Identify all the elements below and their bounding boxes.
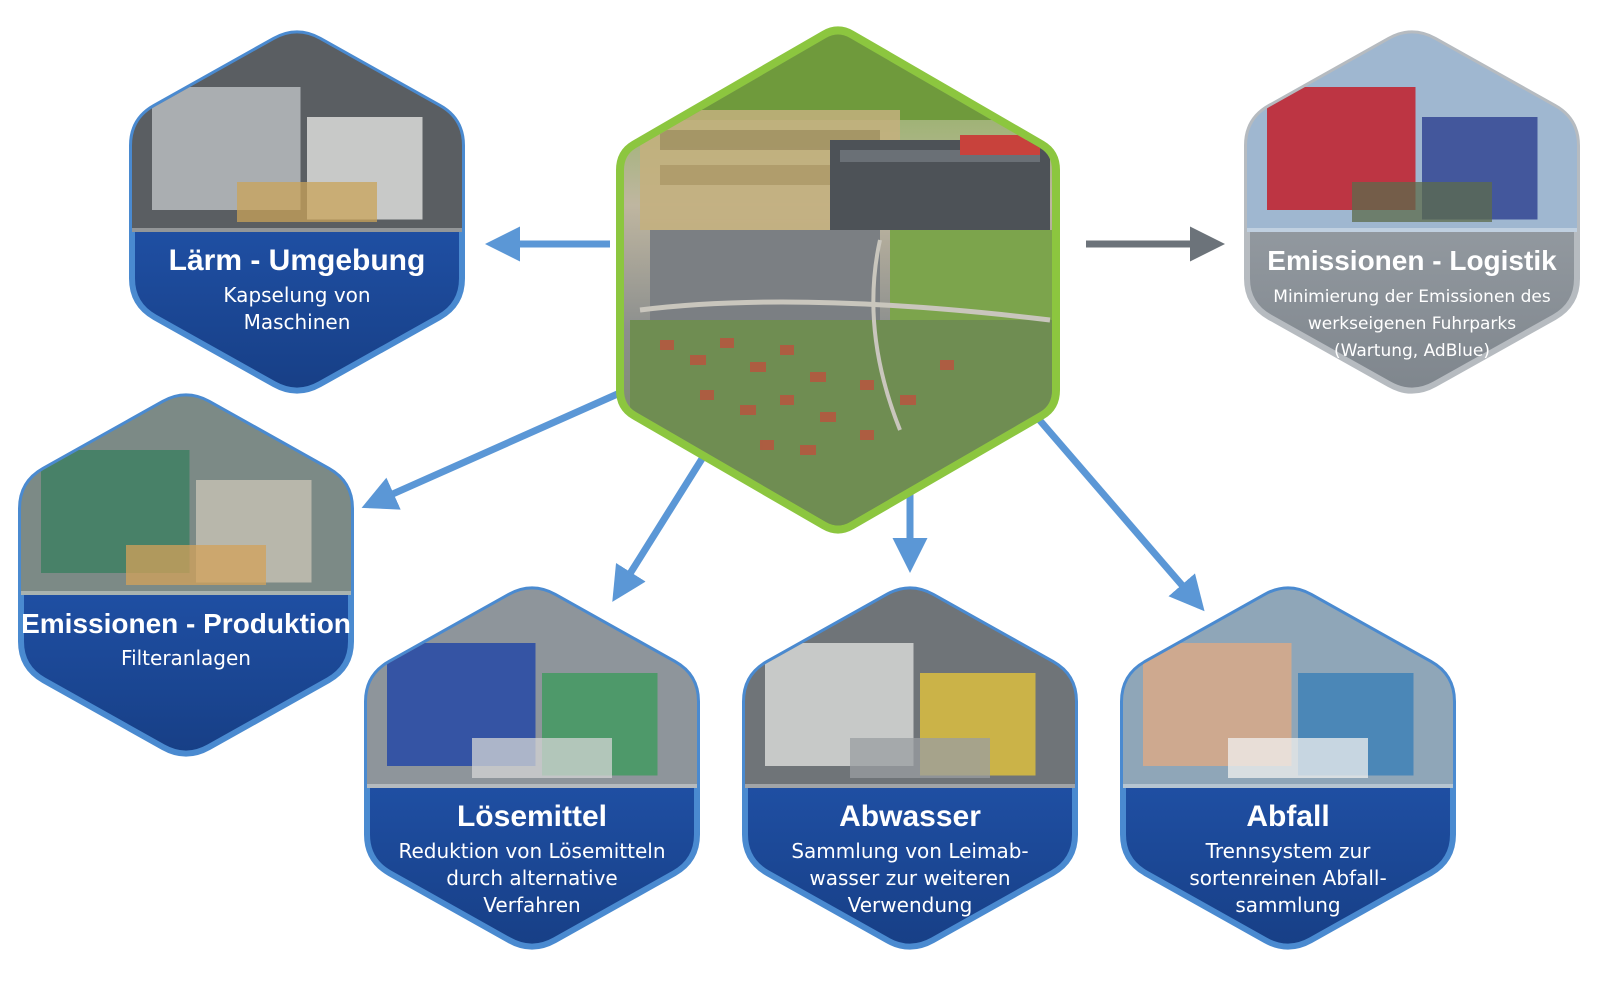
node-title: Lösemittel <box>457 800 607 833</box>
arrow-to-abfall <box>1033 413 1205 612</box>
machine-hall-photo <box>132 33 462 232</box>
node-description-line: Verwendung <box>848 893 973 917</box>
waste-station-photo <box>1123 589 1453 788</box>
node-description-line: Verfahren <box>483 893 580 917</box>
node-description-line: Reduktion von Lösemitteln <box>398 839 665 863</box>
node-description-line: sortenreinen Abfall- <box>1189 866 1386 890</box>
node-title: Abwasser <box>839 800 981 833</box>
node-description-line: sammlung <box>1235 893 1340 917</box>
node-description-line: (Wartung, AdBlue) <box>1334 341 1490 361</box>
aerial-photo <box>624 34 1052 526</box>
node-description-line: Minimierung der Emissionen des <box>1273 287 1551 307</box>
worker-with-gloves-photo <box>367 589 697 788</box>
arrow-to-produktion <box>361 388 624 510</box>
node-description-line: durch alternative <box>446 866 617 890</box>
node-title: Abfall <box>1246 800 1329 833</box>
hub-factory-hexagon <box>616 26 1060 534</box>
node-description-line: Maschinen <box>244 310 351 334</box>
node-title: Emissionen - Produktion <box>21 608 351 639</box>
water-tanks-photo <box>745 589 1075 788</box>
connector-arrows <box>361 226 1225 612</box>
node-description-line: Trennsystem zur <box>1205 839 1372 863</box>
node-description-line: Kapselung von <box>223 283 370 307</box>
red-truck-photo <box>1247 33 1577 232</box>
node-description-line: Sammlung von Leimab- <box>791 839 1028 863</box>
arrow-to-loesemittel <box>612 444 713 602</box>
node-title: Emissionen - Logistik <box>1267 245 1557 276</box>
node-description-line: Filteranlagen <box>121 646 251 670</box>
node-description-line: wasser zur weiteren <box>809 866 1010 890</box>
filter-plant-photo <box>21 396 351 595</box>
node-description-line: werkseigenen Fuhrparks <box>1308 314 1516 334</box>
node-title: Lärm - Umgebung <box>169 244 426 277</box>
